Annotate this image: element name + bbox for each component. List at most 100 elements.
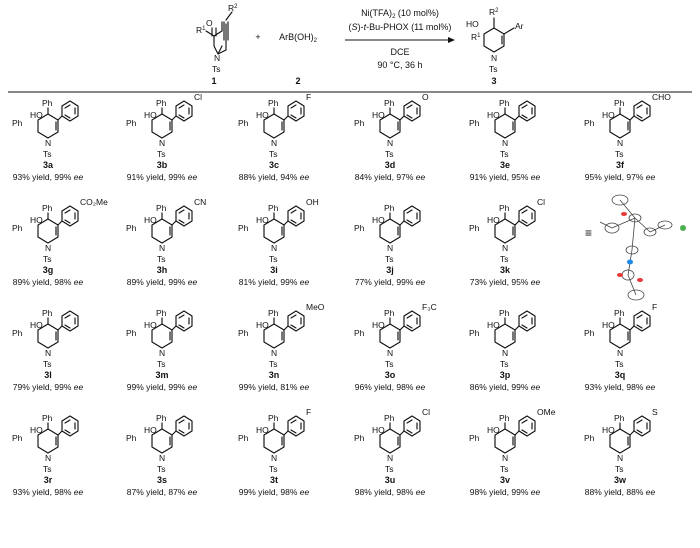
ho-label: HO xyxy=(144,320,157,330)
compound-label: 3d xyxy=(385,160,396,170)
n-label: N xyxy=(45,243,51,253)
yield-text: 88% yield, 88% ee xyxy=(585,487,656,497)
yield-text: 93% yield, 98% ee xyxy=(585,382,656,392)
yield-text: 91% yield, 95% ee xyxy=(470,172,541,182)
compound-label: 3f xyxy=(616,160,625,170)
substituent-label: Cl xyxy=(537,197,545,207)
ph-label-left: Ph xyxy=(126,433,137,443)
ts-label: Ts xyxy=(43,149,52,159)
n-label: N xyxy=(502,138,508,148)
yield-text: 98% yield, 99% ee xyxy=(470,487,541,497)
aryl-bond xyxy=(283,325,289,331)
ts-label: Ts xyxy=(615,464,624,474)
yield-text: 77% yield, 99% ee xyxy=(355,277,426,287)
ph-label-left: Ph xyxy=(238,223,249,233)
ph-label-top: Ph xyxy=(384,308,395,318)
n-label: N xyxy=(387,243,393,253)
n-label: N xyxy=(271,453,277,463)
ph-label-top: Ph xyxy=(499,308,510,318)
aryl-bond xyxy=(57,325,63,331)
n-label: N xyxy=(159,453,165,463)
yield-text: 89% yield, 98% ee xyxy=(13,277,84,287)
ho-label: HO xyxy=(487,215,500,225)
ar-label-prod: Ar xyxy=(515,21,524,31)
ts-label: Ts xyxy=(385,464,394,474)
n-label: N xyxy=(502,348,508,358)
ts-label: Ts xyxy=(615,149,624,159)
ho-label: HO xyxy=(372,425,385,435)
yield-text: 73% yield, 95% ee xyxy=(470,277,541,287)
ph-label-left: Ph xyxy=(12,118,23,128)
plus-sign: + xyxy=(255,32,260,42)
n-label: N xyxy=(502,243,508,253)
substituent-label: MeO xyxy=(306,302,325,312)
ph-label-top: Ph xyxy=(156,413,167,423)
ts-label: Ts xyxy=(43,464,52,474)
ph-label-left: Ph xyxy=(238,433,249,443)
substituent-label: S xyxy=(652,407,658,417)
ts-label-prod: Ts xyxy=(489,64,498,74)
label-3: 3 xyxy=(491,76,496,86)
compound-label: 3t xyxy=(270,475,278,485)
n-label: N xyxy=(387,138,393,148)
crystal-structure-ortep: ≡ xyxy=(585,194,686,301)
n-label: N xyxy=(617,138,623,148)
o-atom-2 xyxy=(637,278,643,282)
ph-label-top: Ph xyxy=(614,308,625,318)
yield-text: 99% yield, 98% ee xyxy=(239,487,310,497)
aryl-ring xyxy=(518,415,536,437)
ph-label-top: Ph xyxy=(268,308,279,318)
substituent-label: F₃C xyxy=(422,302,437,312)
aryl-bond xyxy=(171,115,177,121)
ts-label: Ts xyxy=(385,254,394,264)
substituent-label: F xyxy=(306,92,311,102)
aryl-bond xyxy=(399,115,405,121)
ho-label: HO xyxy=(372,110,385,120)
ho-label: HO xyxy=(30,215,43,225)
aryl-ring xyxy=(175,100,193,122)
compound-label: 3p xyxy=(500,370,511,380)
ts-label: Ts xyxy=(385,149,394,159)
n-label: N xyxy=(617,453,623,463)
ts-label: Ts xyxy=(43,359,52,369)
substituent-label: F xyxy=(652,302,657,312)
substituent-label: Cl xyxy=(194,92,202,102)
ph-label-top: Ph xyxy=(42,98,53,108)
n-label: N xyxy=(271,138,277,148)
ph-label-top: Ph xyxy=(614,98,625,108)
ph-label-left: Ph xyxy=(12,223,23,233)
compound-label: 3g xyxy=(43,265,54,275)
compound-label: 3b xyxy=(157,160,168,170)
aryl-bond xyxy=(629,325,635,331)
label-1: 1 xyxy=(211,76,216,86)
compound-label: 3o xyxy=(385,370,396,380)
ph-label-left: Ph xyxy=(469,433,480,443)
yield-text: 93% yield, 99% ee xyxy=(13,172,84,182)
ts-label-sm: Ts xyxy=(212,64,221,74)
ph-label-left: Ph xyxy=(12,433,23,443)
ph-label-top: Ph xyxy=(384,203,395,213)
cl-atom xyxy=(680,225,686,231)
ph-label-top: Ph xyxy=(42,413,53,423)
compound-label: 3i xyxy=(270,265,278,275)
compound-label: 3r xyxy=(44,475,53,485)
aryl-bond xyxy=(514,430,520,436)
yield-text: 89% yield, 99% ee xyxy=(127,277,198,287)
ts-label: Ts xyxy=(500,464,509,474)
aryl-ring xyxy=(287,205,305,227)
aryl-bond xyxy=(283,115,289,121)
aryl-ring xyxy=(61,100,79,122)
aryl-bond xyxy=(399,430,405,436)
substituent-label: O xyxy=(422,92,429,102)
yield-text: 93% yield, 98% ee xyxy=(13,487,84,497)
